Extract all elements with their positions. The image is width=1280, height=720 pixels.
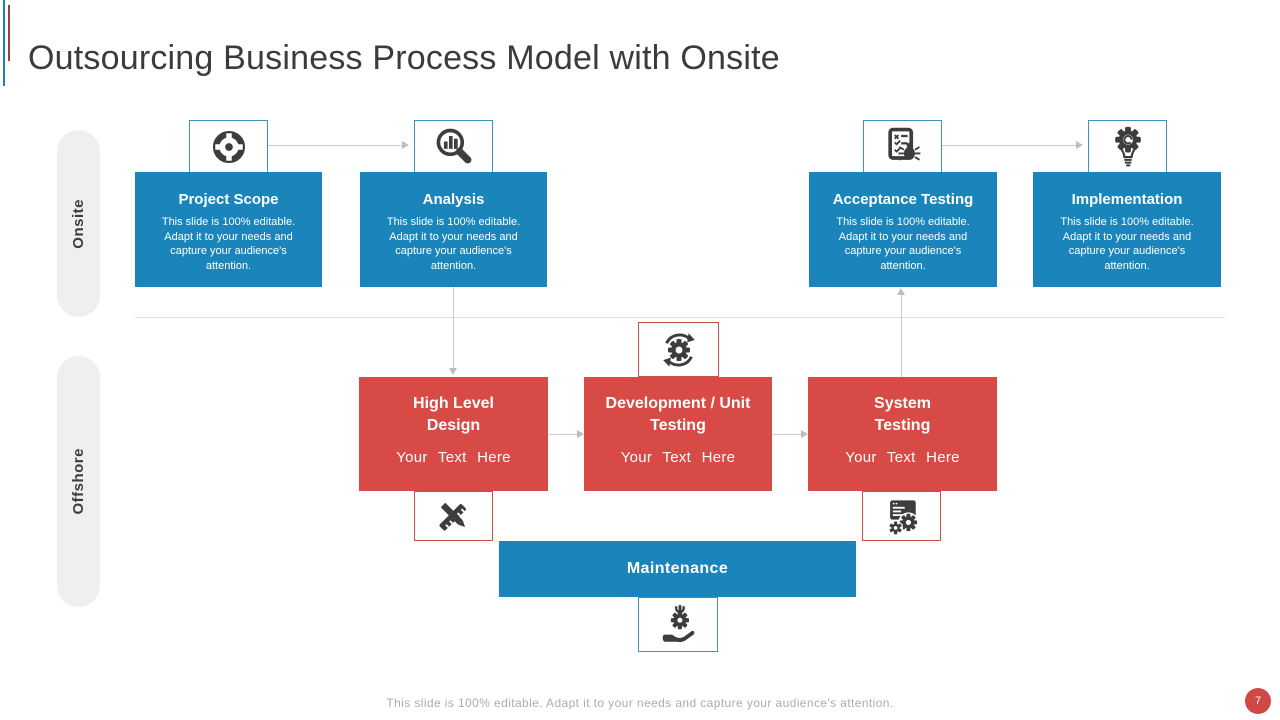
connector-design-development xyxy=(549,434,577,435)
lane-offshore[interactable]: Offshore xyxy=(57,356,100,607)
step-high-level-design[interactable]: High Level Design Your Text Here xyxy=(359,377,548,491)
step-description: This slide is 100% editable. Adapt it to… xyxy=(836,216,970,272)
arrowhead-up-icon xyxy=(897,288,905,295)
arrowhead-right-icon xyxy=(402,141,409,149)
icon-box-acceptance-testing[interactable] xyxy=(863,120,942,173)
page-number: 7 xyxy=(1254,695,1262,707)
checklist-bug-icon xyxy=(881,125,925,169)
title-accent-bar-blue xyxy=(3,0,5,86)
step-title: Analysis xyxy=(422,191,485,208)
arrowhead-right-icon xyxy=(1076,141,1083,149)
gear-sync-icon xyxy=(656,327,702,373)
lane-offshore-label: Offshore xyxy=(70,448,87,515)
magnifier-chart-icon xyxy=(432,125,476,169)
icon-box-analysis[interactable] xyxy=(414,120,493,173)
step-title: System Testing xyxy=(874,395,931,434)
arrowhead-down-icon xyxy=(449,368,457,375)
step-title: Acceptance Testing xyxy=(832,191,974,208)
step-title: Maintenance xyxy=(626,560,729,577)
step-placeholder-text: Your Text Here xyxy=(620,449,736,466)
step-development-unit-testing[interactable]: Development / Unit Testing Your Text Her… xyxy=(584,377,772,491)
step-analysis[interactable]: Analysis This slide is 100% editable. Ad… xyxy=(360,172,547,287)
icon-box-implementation[interactable] xyxy=(1088,120,1167,173)
step-placeholder-text: Your Text Here xyxy=(845,449,960,466)
page-number-badge[interactable]: 7 xyxy=(1245,688,1271,714)
step-title: Project Scope xyxy=(178,191,279,208)
connector-systemtest-acceptance xyxy=(901,294,902,377)
icon-box-project-scope[interactable] xyxy=(189,120,268,173)
step-description: This slide is 100% editable. Adapt it to… xyxy=(161,216,296,272)
target-icon xyxy=(207,125,251,169)
window-gears-icon xyxy=(880,494,924,538)
gear-bulb-icon xyxy=(1106,125,1150,169)
lane-divider-line xyxy=(135,317,1225,318)
step-title: Implementation xyxy=(1071,191,1183,208)
icon-box-maintenance[interactable] xyxy=(638,597,718,652)
step-title: Development / Unit Testing xyxy=(605,395,751,434)
step-system-testing[interactable]: System Testing Your Text Here xyxy=(808,377,997,491)
title-accent-bar-red xyxy=(8,5,10,61)
connector-scope-analysis xyxy=(268,145,404,146)
step-description: This slide is 100% editable. Adapt it to… xyxy=(1060,216,1194,272)
page-title: Outsourcing Business Process Model with … xyxy=(28,38,780,77)
arrowhead-right-icon xyxy=(577,430,584,438)
step-implementation[interactable]: Implementation This slide is 100% editab… xyxy=(1033,172,1221,287)
step-description: This slide is 100% editable. Adapt it to… xyxy=(386,216,521,272)
lane-onsite-label: Onsite xyxy=(70,198,87,249)
step-acceptance-testing[interactable]: Acceptance Testing This slide is 100% ed… xyxy=(809,172,997,287)
step-maintenance[interactable]: Maintenance xyxy=(499,541,856,597)
connector-analysis-design xyxy=(453,287,454,368)
step-project-scope[interactable]: Project Scope This slide is 100% editabl… xyxy=(135,172,322,287)
connector-acceptance-implementation xyxy=(942,145,1078,146)
lane-onsite[interactable]: Onsite xyxy=(57,130,100,317)
pencil-ruler-icon xyxy=(432,494,476,538)
step-title: High Level Design xyxy=(413,395,494,434)
connector-development-systemtest xyxy=(773,434,801,435)
icon-box-system-testing[interactable] xyxy=(862,491,941,541)
arrowhead-right-icon xyxy=(801,430,808,438)
footer-note: This slide is 100% editable. Adapt it to… xyxy=(386,696,894,710)
icon-box-development[interactable] xyxy=(638,322,719,377)
icon-box-high-level-design[interactable] xyxy=(414,491,493,541)
step-placeholder-text: Your Text Here xyxy=(396,449,511,466)
hand-gear-icon xyxy=(655,602,701,648)
